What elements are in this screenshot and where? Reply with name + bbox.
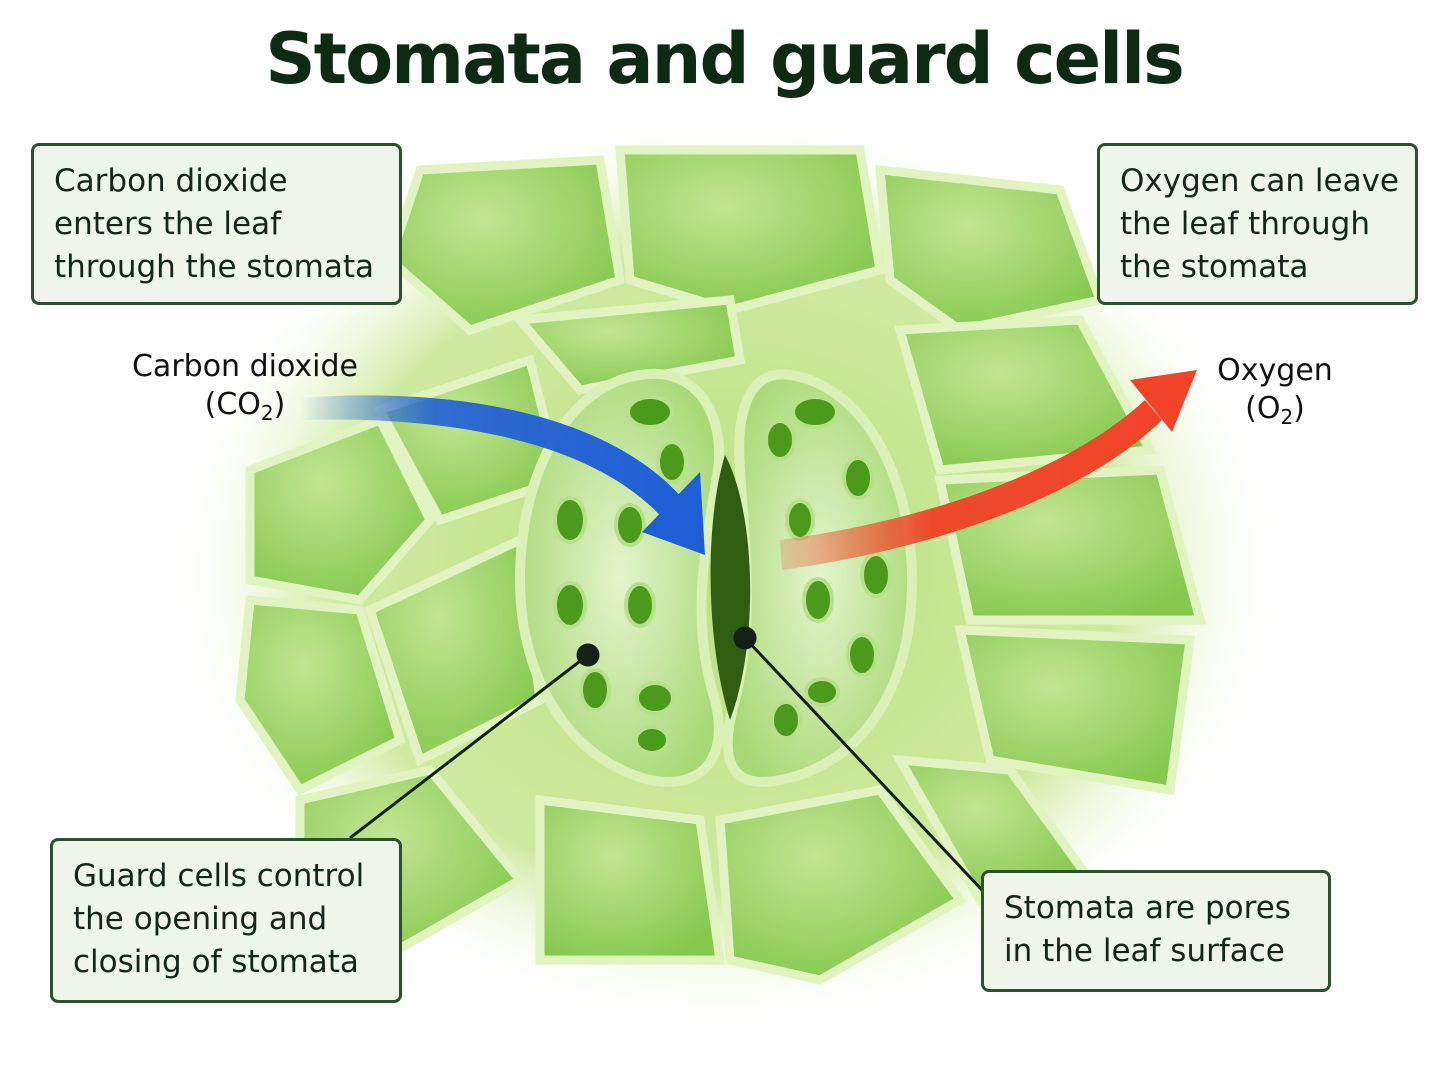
- chloroplast: [791, 395, 839, 429]
- epidermal-cell: [364, 533, 545, 767]
- chloroplast: [634, 725, 670, 755]
- guard-cells-label: Guard cells control the opening and clos…: [50, 838, 402, 1003]
- co2-name: Carbon dioxide: [131, 349, 358, 384]
- chloroplast: [656, 440, 688, 484]
- co2-label: Carbon dioxide (CO2): [110, 348, 380, 432]
- chloroplast: [764, 419, 796, 461]
- epidermal-cell: [875, 164, 1106, 335]
- o2-formula: (O2): [1245, 391, 1305, 429]
- stomata-leader: [743, 636, 984, 892]
- epidermal-cell: [535, 794, 726, 965]
- chloroplast: [553, 496, 587, 544]
- guard-cell-leader-dot: [576, 643, 600, 667]
- epidermal-cell: [615, 145, 886, 315]
- chloroplast: [624, 582, 656, 628]
- o2-label: Oxygen (O2): [1195, 352, 1355, 436]
- chloroplast: [802, 577, 834, 623]
- chloroplasts: [553, 395, 892, 755]
- co2-arrow-body: [300, 395, 688, 522]
- o2-arrow-body: [780, 400, 1162, 570]
- stomata-pores-label: Stomata are pores in the leaf surface: [981, 870, 1331, 992]
- chloroplast: [846, 633, 878, 677]
- co2-formula: (CO2): [204, 387, 286, 425]
- epidermal-cell: [510, 295, 746, 395]
- co2-entry-label: Carbon dioxide enters the leaf through t…: [31, 143, 402, 305]
- epidermal-cell: [235, 595, 406, 796]
- leader-lines: [349, 626, 984, 892]
- co2-arrow-head: [642, 472, 705, 555]
- epidermal-cell: [245, 414, 436, 605]
- chloroplast: [770, 700, 802, 740]
- epidermal-cells: [235, 145, 1206, 985]
- chloroplast: [579, 668, 611, 712]
- chloroplast: [614, 503, 646, 547]
- epidermal-cell: [894, 315, 1158, 475]
- stomatal-pore: [710, 455, 751, 720]
- epidermal-cell: [715, 785, 967, 985]
- chloroplast: [553, 581, 587, 629]
- diagram-title: Stomata and guard cells: [265, 18, 1185, 100]
- o2-name: Oxygen: [1217, 353, 1333, 388]
- chloroplast: [842, 456, 874, 500]
- epidermal-cell: [954, 625, 1196, 796]
- epidermal-cell: [934, 465, 1206, 625]
- chloroplast: [860, 552, 892, 598]
- o2-exit-label: Oxygen can leave the leaf through the st…: [1097, 143, 1418, 305]
- chloroplast: [804, 677, 840, 707]
- chloroplast: [626, 395, 674, 429]
- o2-arrow-head: [1130, 370, 1197, 432]
- stomata-leader-dot: [733, 626, 757, 650]
- chloroplast: [785, 499, 815, 541]
- guard-cell-leader: [349, 653, 589, 840]
- chloroplast: [635, 681, 675, 715]
